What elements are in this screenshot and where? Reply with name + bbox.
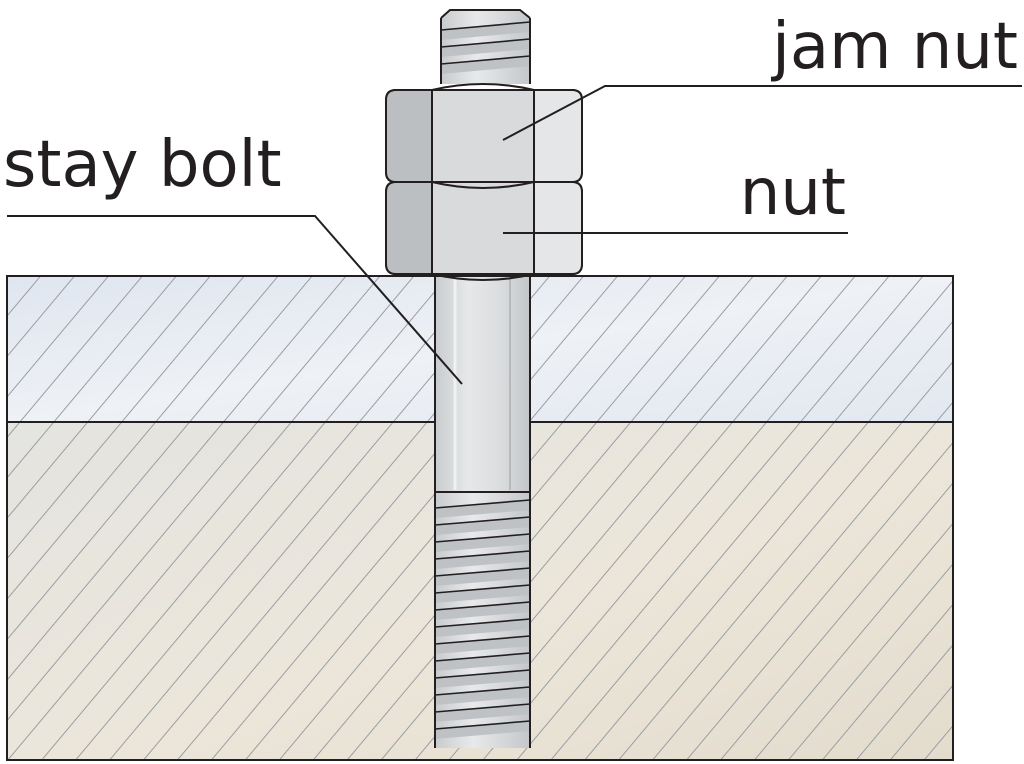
thread-root	[441, 39, 530, 57]
stay-bolt-shank	[434, 275, 531, 493]
thread-crest	[440, 38, 531, 48]
thread-crest	[434, 533, 531, 543]
stay-bolt-upper-threads	[440, 9, 531, 84]
thread-root	[435, 534, 530, 552]
thread-root	[435, 551, 530, 569]
thread-root	[435, 670, 530, 688]
thread-crest	[434, 550, 531, 560]
thread-root	[435, 619, 530, 637]
thread-root	[435, 636, 530, 654]
thread-crest	[434, 618, 531, 628]
thread-crest	[434, 686, 531, 696]
thread-root	[435, 568, 530, 586]
thread-crest	[440, 21, 531, 31]
thread-root	[435, 653, 530, 671]
thread-crest	[434, 635, 531, 645]
thread-crest	[434, 720, 531, 730]
thread-root	[435, 602, 530, 620]
thread-root	[435, 687, 530, 705]
thread-crest	[434, 669, 531, 679]
jam-nut	[385, 83, 583, 189]
stay-bolt-leader-line	[7, 215, 463, 385]
thread-crest	[440, 55, 531, 65]
thread-root	[435, 500, 530, 518]
thread-root	[435, 721, 530, 739]
thread-crest	[434, 567, 531, 577]
thread-root	[435, 704, 530, 722]
thread-crest	[434, 584, 531, 594]
thread-crest	[434, 499, 531, 509]
thread-crest	[434, 601, 531, 611]
thread-crest	[434, 652, 531, 662]
stay-bolt-lower-threads	[434, 491, 531, 748]
nut-label: nut	[740, 156, 846, 230]
thread-root	[435, 585, 530, 603]
nut	[385, 181, 583, 281]
stay-bolt-label: stay bolt	[3, 128, 282, 202]
thread-root	[441, 22, 530, 40]
thread-crest	[434, 703, 531, 713]
jam-nut-leader-line	[502, 85, 1022, 141]
thread-root	[441, 56, 530, 74]
jam-nut-label: jam nut	[770, 10, 1018, 84]
thread-crest	[434, 516, 531, 526]
thread-root	[435, 517, 530, 535]
